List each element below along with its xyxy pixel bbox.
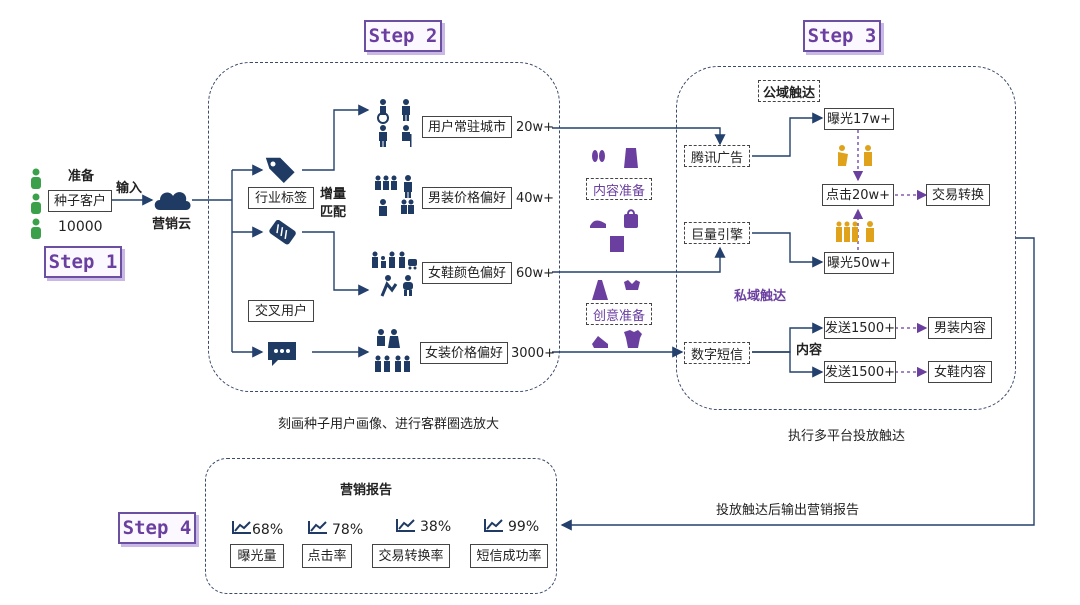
- shoe-bag-icon-set: [590, 209, 638, 252]
- step2-badge: Step 2: [364, 20, 442, 52]
- step1-badge: Step 1: [44, 246, 122, 278]
- exposure-box: 曝光17w+: [824, 108, 894, 130]
- send-box: 发送1500+: [824, 317, 896, 339]
- step2-caption: 刻画种子用户画像、进行客群圈选放大: [278, 417, 500, 432]
- trend-icon: [308, 521, 327, 534]
- segment-value: 60w+: [516, 266, 555, 281]
- person-icon-stack: [31, 168, 41, 239]
- tag-icon: [265, 157, 295, 183]
- step4-badge: Step 4: [118, 512, 196, 544]
- metric-value: 68%: [252, 522, 284, 538]
- seed-count: 10000: [58, 219, 103, 235]
- step3-region: [676, 66, 1016, 410]
- report-title: 营销报告: [340, 483, 393, 498]
- metric-value: 78%: [332, 522, 364, 538]
- reach-people-icon: [836, 221, 874, 242]
- metric-label-box: 曝光量: [230, 544, 284, 568]
- step2-region: [208, 62, 560, 392]
- dress-icon-set: [592, 280, 640, 300]
- marketing-cloud-label: 营销云: [152, 217, 192, 232]
- step3-caption: 执行多平台投放触达: [788, 429, 906, 444]
- seed-customer-box: 种子客户: [48, 190, 112, 212]
- increment-match-label: 增量 匹配: [320, 187, 347, 220]
- segment-box: 女鞋颜色偏好: [422, 262, 512, 284]
- report-arrow-label: 投放触达后输出营销报告: [716, 503, 860, 518]
- apparel-icon-set: [592, 148, 638, 168]
- tencent-ads-box: 腾讯广告: [684, 145, 750, 167]
- step3-badge: Step 3: [803, 20, 881, 52]
- sms-box: 数字短信: [684, 342, 750, 364]
- step4-region: [205, 458, 557, 594]
- women-shoes-content-box: 女鞋内容: [928, 361, 992, 383]
- content-prep-box: 内容准备: [586, 178, 652, 200]
- reach-people-icon: [838, 145, 872, 166]
- trend-icon: [232, 521, 251, 534]
- coupon-tag-icon: [269, 220, 296, 245]
- industry-tag-box: 行业标签: [248, 187, 314, 209]
- prepare-label: 准备: [68, 169, 95, 184]
- segment-value: 3000+: [511, 346, 555, 361]
- trend-icon: [396, 519, 415, 532]
- cloud-icon: [154, 192, 191, 210]
- content-label: 内容: [796, 343, 823, 358]
- public-domain-label: 公域触达: [758, 80, 820, 102]
- transaction-box: 交易转换: [926, 184, 990, 206]
- segment-value: 20w+: [516, 120, 555, 135]
- exposure-box: 曝光50w+: [824, 252, 894, 274]
- metric-value: 99%: [508, 519, 540, 535]
- segment-box: 男装价格偏好: [422, 187, 512, 209]
- ocean-engine-box: 巨量引擎: [684, 222, 750, 244]
- metric-label-box: 点击率: [302, 544, 352, 568]
- people-icon: [375, 175, 414, 216]
- metric-label-box: 交易转换率: [372, 544, 450, 568]
- heel-shirt-icon-set: [592, 330, 642, 348]
- cross-users-box: 交叉用户: [248, 300, 314, 322]
- creative-prep-box: 创意准备: [586, 303, 652, 325]
- input-label: 输入: [116, 181, 143, 196]
- metric-label-box: 短信成功率: [470, 544, 548, 568]
- people-icon: [375, 329, 410, 372]
- message-icon: [268, 342, 296, 366]
- segment-value: 40w+: [516, 191, 555, 206]
- people-icon: [377, 99, 412, 147]
- click-box: 点击20w+: [822, 184, 894, 206]
- private-domain-label: 私域触达: [734, 289, 787, 304]
- send-box: 发送1500+: [824, 361, 896, 383]
- segment-box: 用户常驻城市: [422, 116, 512, 138]
- segment-box: 女装价格偏好: [420, 342, 508, 364]
- men-content-box: 男装内容: [928, 317, 992, 339]
- family-icon: [372, 251, 417, 297]
- metric-value: 38%: [420, 519, 452, 535]
- trend-icon: [484, 519, 503, 532]
